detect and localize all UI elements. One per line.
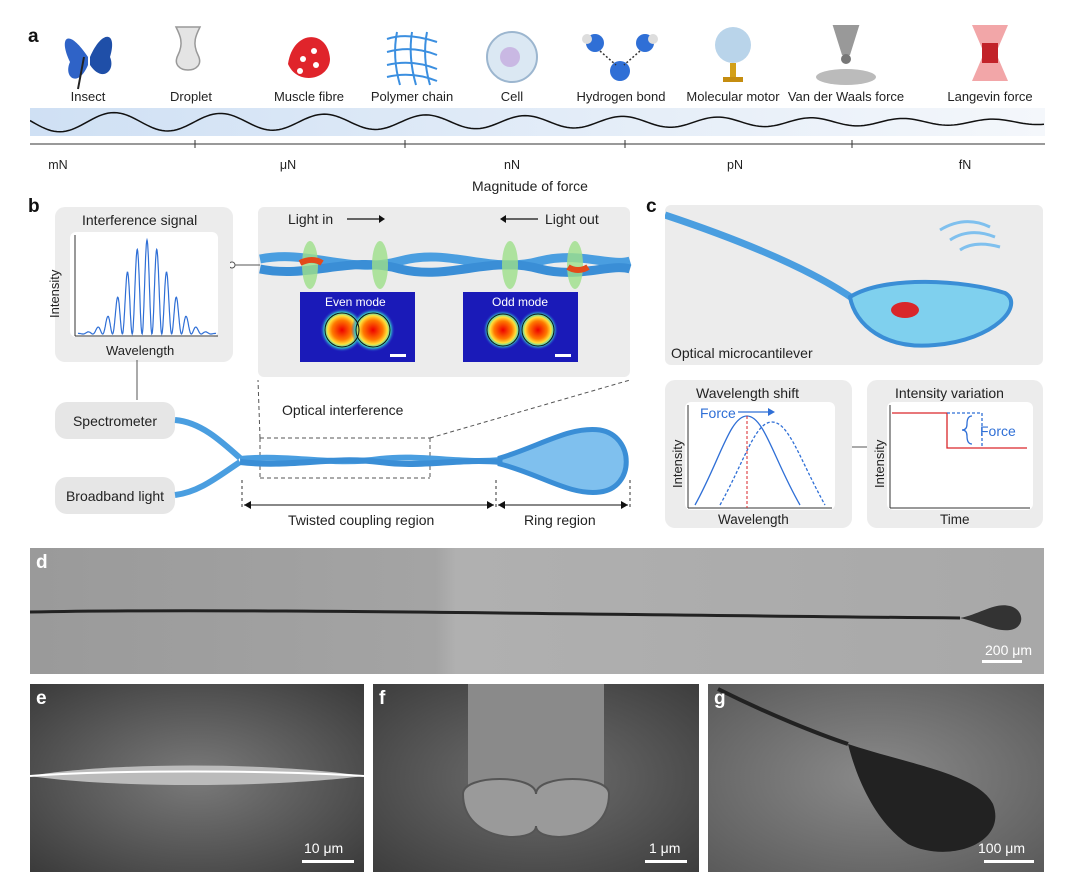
scale-bar-d [982,660,1022,663]
fiber-micrograph-f [461,684,611,838]
cantilever-diagram [665,211,1013,348]
tick-nN: nN [504,158,520,172]
scale-bar-e [302,860,354,863]
interference-plot [70,232,218,337]
micrograph-f: f 1 μm [373,684,699,872]
optical-interference-label: Optical interference [282,402,404,418]
twisted-fiber-diagram [230,241,632,289]
icon-label-droplet: Droplet [170,89,212,104]
icon-label-polymer: Polymer chain [370,89,454,104]
micrograph-e: e 10 μm [30,684,364,872]
icon-label-insect: Insect [70,89,106,104]
panel-label-a: a [28,26,39,47]
light-out-label: Light out [545,211,599,227]
variation-ylabel: Intensity [872,439,887,488]
tick-fN: fN [958,158,972,172]
twisted-region-label: Twisted coupling region [288,512,435,528]
tick-pN: pN [727,158,743,172]
scale-text-g: 100 μm [978,840,1025,856]
c-connector [852,446,867,448]
fiber-micrograph-g [717,687,996,852]
force-label-shift: Force [700,405,736,421]
icon-label-vdw: Van der Waals force [787,89,905,104]
light-in-label: Light in [288,211,334,227]
cantilever-label: Optical microcantilever [671,345,813,361]
intensity-variation-title: Intensity variation [895,385,1004,401]
langevin-icon [972,25,1008,81]
droplet-icon [174,26,202,71]
scale-text-d: 200 μm [985,642,1032,658]
interference-title: Interference signal [82,212,198,228]
van-der-waals-icon [816,25,876,85]
panel-label-c: c [646,196,657,217]
odd-mode-image [463,292,578,362]
shift-xlabel: Wavelength [718,512,789,527]
variation-xlabel: Time [940,512,970,527]
panel-label-f: f [379,688,386,709]
icon-row [64,25,1008,90]
micrograph-g: g 100 μm [708,684,1044,872]
butterfly-icon [64,36,113,90]
light-out-arrow [500,215,538,223]
fiber-micrograph-d [30,605,1022,631]
icon-label-cell: Cell [500,89,524,104]
panel-label-b: b [28,196,40,217]
broadband-pill: Broadband light [55,477,175,514]
intensity-variation-plot [887,402,1033,510]
axis-label-force: Magnitude of force [472,178,588,194]
light-in-arrow [347,215,385,223]
scale-bar-g [984,860,1034,863]
wavelength-shift-plot [685,402,835,510]
scale-bar-f [645,860,687,863]
force-scale-band [30,108,1045,148]
interference-ylabel: Intensity [47,269,62,318]
panel-label-e: e [36,688,47,709]
icon-label-muscle: Muscle fibre [273,89,345,104]
panel-label-d: d [36,552,48,573]
fiber-device-diagram [174,379,631,510]
icon-label-hbond: Hydrogen bond [576,89,666,104]
odd-mode-label: Odd mode [492,295,549,309]
scale-text-f: 1 μm [649,840,681,856]
interference-xlabel: Wavelength [106,343,175,358]
spectrometer-pill: Spectrometer [55,402,175,439]
hydrogen-bond-icon [582,34,658,81]
molecular-motor-icon [715,27,751,82]
icon-label-motor: Molecular motor [686,89,780,104]
tick-mN: mN [48,158,68,172]
connector-line [136,360,138,400]
fiber-micrograph-e [30,765,364,785]
shift-ylabel: Intensity [670,439,685,488]
muscle-fibre-icon [288,37,330,78]
panel-label-g: g [714,688,726,709]
scale-text-e: 10 μm [304,840,344,856]
ring-region-label: Ring region [524,512,596,528]
cell-icon [486,31,538,83]
force-label-variation: Force [980,423,1016,439]
icon-label-langevin: Langevin force [947,89,1033,104]
tick-uN: μN [279,158,297,172]
even-mode-label: Even mode [325,295,386,309]
micrograph-d: d 200 μm [30,548,1044,674]
even-mode-image [300,292,415,362]
polymer-chain-icon [386,31,438,86]
wavelength-shift-title: Wavelength shift [696,385,799,401]
